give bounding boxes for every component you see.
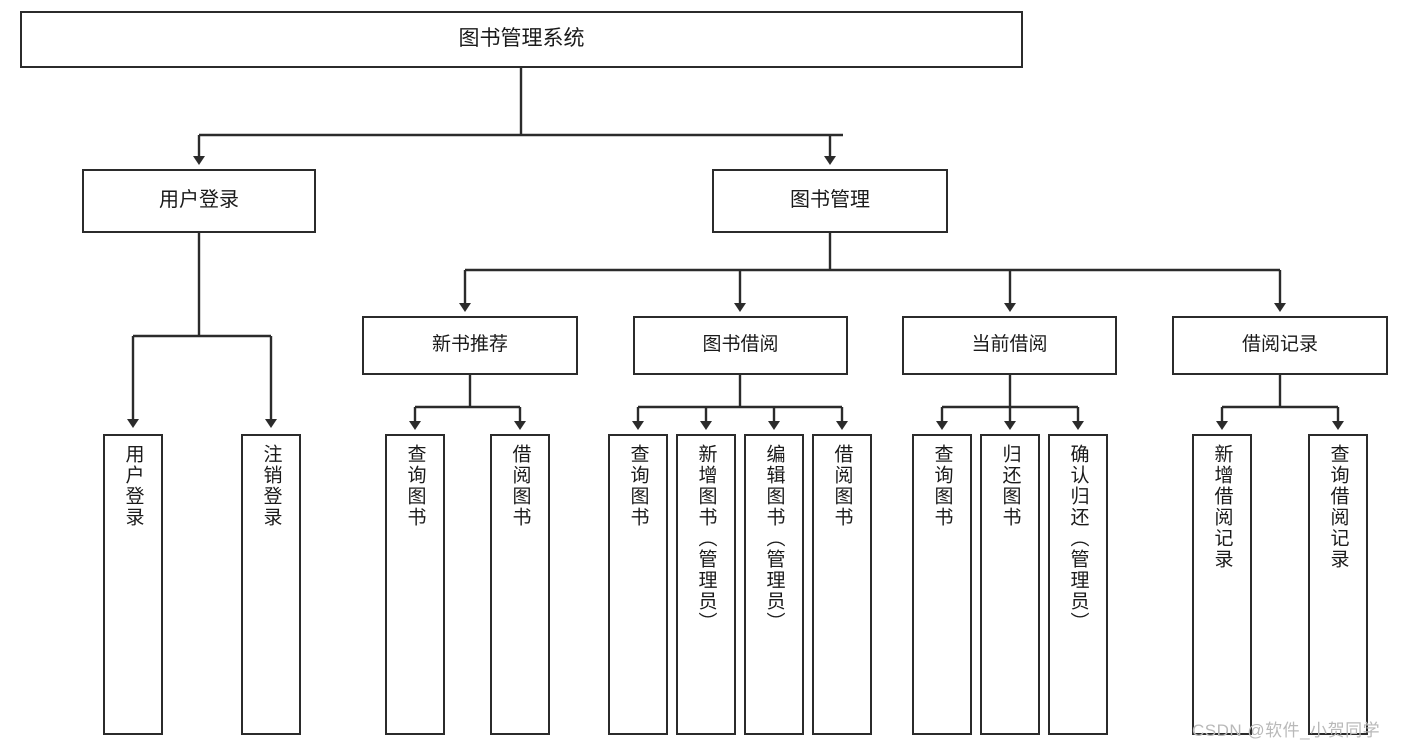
- node-label: 当前借阅: [971, 334, 1048, 356]
- leaf-user-login[interactable]: 用户登录: [103, 434, 163, 735]
- node-label: 用户登录: [159, 189, 239, 212]
- leaf-add-borrow-record[interactable]: 新增借阅记录: [1192, 434, 1252, 735]
- node-root-system[interactable]: 图书管理系统: [20, 11, 1023, 68]
- node-label: 编辑图书（管理员）: [763, 444, 785, 633]
- node-label: 新增图书（管理员）: [695, 444, 717, 633]
- leaf-edit-book-admin[interactable]: 编辑图书（管理员）: [744, 434, 804, 735]
- node-label: 图书管理: [790, 189, 870, 212]
- node-label: 查询图书: [627, 444, 649, 528]
- node-user-login[interactable]: 用户登录: [82, 169, 316, 233]
- leaf-query-book-current[interactable]: 查询图书: [912, 434, 972, 735]
- node-label: 新书推荐: [431, 334, 508, 356]
- node-label: 借阅图书: [831, 444, 853, 528]
- leaf-query-borrow-record[interactable]: 查询借阅记录: [1308, 434, 1368, 735]
- leaf-borrow-book[interactable]: 借阅图书: [812, 434, 872, 735]
- leaf-confirm-return-admin[interactable]: 确认归还（管理员）: [1048, 434, 1108, 735]
- node-book-management[interactable]: 图书管理: [712, 169, 948, 233]
- leaf-query-book-borrow[interactable]: 查询图书: [608, 434, 668, 735]
- node-label: 用户登录: [122, 444, 144, 528]
- leaf-add-book-admin[interactable]: 新增图书（管理员）: [676, 434, 736, 735]
- node-current-borrow[interactable]: 当前借阅: [902, 316, 1117, 375]
- leaf-borrow-book-recommend[interactable]: 借阅图书: [490, 434, 550, 735]
- leaf-query-book-recommend[interactable]: 查询图书: [385, 434, 445, 735]
- node-label: 注销登录: [260, 444, 282, 528]
- leaf-logout[interactable]: 注销登录: [241, 434, 301, 735]
- node-label: 借阅记录: [1241, 334, 1318, 356]
- node-label: 查询图书: [931, 444, 953, 528]
- leaf-return-book[interactable]: 归还图书: [980, 434, 1040, 735]
- node-label: 图书管理系统: [458, 27, 585, 51]
- node-new-book-recommend[interactable]: 新书推荐: [362, 316, 578, 375]
- node-label: 图书借阅: [702, 334, 779, 356]
- node-label: 查询借阅记录: [1327, 444, 1349, 570]
- node-label: 新增借阅记录: [1211, 444, 1233, 570]
- node-book-borrow[interactable]: 图书借阅: [633, 316, 848, 375]
- node-borrow-records[interactable]: 借阅记录: [1172, 316, 1388, 375]
- node-label: 归还图书: [999, 444, 1021, 528]
- node-label: 借阅图书: [509, 444, 531, 528]
- node-label: 确认归还（管理员）: [1067, 444, 1089, 633]
- node-label: 查询图书: [404, 444, 426, 528]
